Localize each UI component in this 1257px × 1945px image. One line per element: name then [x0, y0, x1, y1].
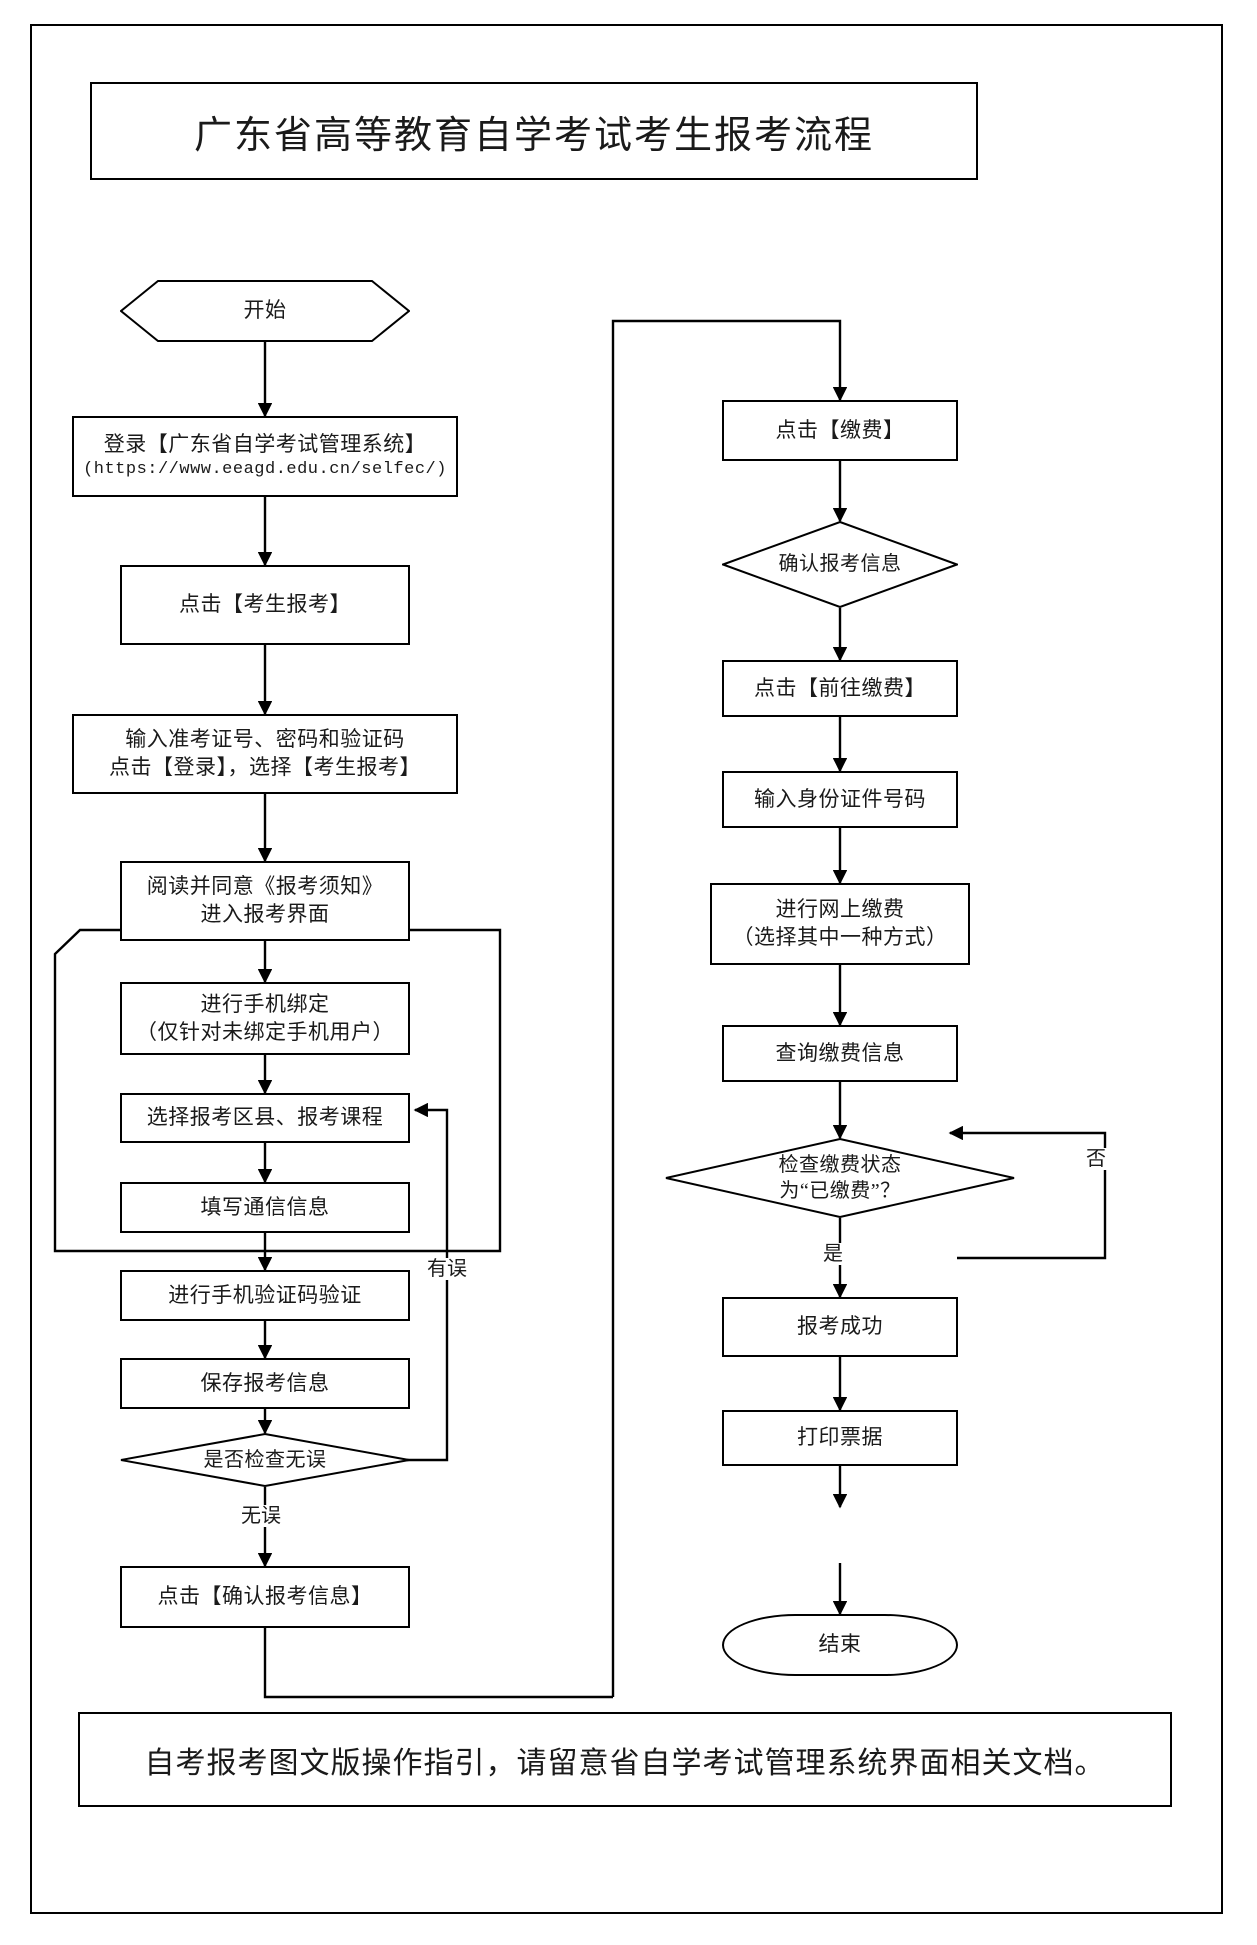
- node-click-register: 点击【考生报考】: [120, 565, 410, 645]
- node-end-label: 结束: [818, 1632, 862, 1657]
- node-fill-contact: 填写通信信息: [120, 1182, 410, 1233]
- node-start: 开始: [120, 280, 410, 342]
- node-bind-phone-line2: （仅针对未绑定手机用户）: [136, 1019, 394, 1044]
- node-save-info-label: 保存报考信息: [200, 1370, 330, 1395]
- node-login-line1: 登录【广东省自学考试管理系统】: [103, 432, 427, 457]
- node-payment-status-line1: 检查缴费状态: [778, 1153, 902, 1176]
- node-verify-sms-code-label: 进行手机验证码验证: [168, 1282, 362, 1307]
- node-enter-id-number: 输入身份证件号码: [722, 771, 958, 828]
- node-enter-credentials-line1: 输入准考证号、密码和验证码: [125, 727, 405, 752]
- node-payment-status-decision: 检查缴费状态 为“已缴费”？: [665, 1138, 1015, 1218]
- node-login-url: (https://www.eeagd.edu.cn/selfec/): [83, 460, 447, 480]
- node-online-payment: 进行网上缴费 （选择其中一种方式）: [710, 883, 970, 965]
- node-read-notice-line2: 进入报考界面: [200, 902, 330, 926]
- edge-label-no-error: 无误: [238, 1505, 284, 1527]
- node-select-district-course-label: 选择报考区县、报考课程: [146, 1105, 384, 1130]
- diamond-shape: [665, 1138, 1015, 1218]
- node-enter-id-number-label: 输入身份证件号码: [754, 786, 926, 811]
- node-click-goto-pay-label: 点击【前往缴费】: [754, 675, 926, 700]
- node-check-decision: 是否检查无误: [120, 1433, 410, 1487]
- node-start-label: 开始: [243, 298, 287, 323]
- edge-label-has-error: 有误: [424, 1258, 470, 1280]
- node-bind-phone-line1: 进行手机绑定: [200, 991, 330, 1016]
- node-query-payment-label: 查询缴费信息: [775, 1040, 905, 1065]
- diamond-shape: [722, 521, 958, 608]
- node-enter-credentials-line2: 点击【登录】，选择【考生报考】: [109, 755, 421, 779]
- node-check-decision-label: 是否检查无误: [203, 1448, 327, 1471]
- node-enter-credentials: 输入准考证号、密码和验证码 点击【登录】，选择【考生报考】: [72, 714, 458, 794]
- hexagon-shape: [120, 280, 410, 342]
- page-title: 广东省高等教育自学考试考生报考流程: [193, 114, 874, 157]
- node-end: 结束: [722, 1614, 958, 1676]
- node-login: 登录【广东省自学考试管理系统】 (https://www.eeagd.edu.c…: [72, 416, 458, 497]
- node-confirm-info: 点击【确认报考信息】: [120, 1566, 410, 1628]
- node-register-success-label: 报考成功: [797, 1314, 883, 1339]
- node-fill-contact-label: 填写通信信息: [200, 1194, 330, 1219]
- node-print-receipt-label: 打印票据: [797, 1425, 883, 1450]
- node-bind-phone: 进行手机绑定 （仅针对未绑定手机用户）: [120, 982, 410, 1055]
- edge-label-no: 否: [1083, 1148, 1109, 1170]
- node-confirm-exam-info: 确认报考信息: [722, 521, 958, 608]
- node-print-receipt: 打印票据: [722, 1410, 958, 1466]
- node-select-district-course: 选择报考区县、报考课程: [120, 1093, 410, 1143]
- node-payment-status-line2: 为“已缴费”？: [779, 1180, 901, 1202]
- node-confirm-exam-info-label: 确认报考信息: [778, 553, 902, 576]
- page-border: [30, 24, 1223, 1914]
- node-query-payment: 查询缴费信息: [722, 1025, 958, 1082]
- node-confirm-info-label: 点击【确认报考信息】: [157, 1584, 373, 1609]
- node-click-goto-pay: 点击【前往缴费】: [722, 660, 958, 717]
- node-click-register-label: 点击【考生报考】: [179, 592, 351, 617]
- node-verify-sms-code: 进行手机验证码验证: [120, 1270, 410, 1321]
- node-save-info: 保存报考信息: [120, 1358, 410, 1409]
- footer-note-text: 自考报考图文版操作指引，请留意省自学考试管理系统界面相关文档。: [144, 1746, 1106, 1780]
- title-box: 广东省高等教育自学考试考生报考流程: [90, 82, 978, 180]
- node-online-payment-line2: （选择其中一种方式）: [732, 925, 948, 949]
- edge-label-yes: 是: [820, 1243, 846, 1265]
- node-click-pay-label: 点击【缴费】: [775, 417, 905, 442]
- node-online-payment-line1: 进行网上缴费: [775, 897, 905, 922]
- diamond-shape: [120, 1433, 410, 1487]
- node-read-notice-line1: 阅读并同意《报考须知》: [146, 874, 384, 899]
- node-read-notice: 阅读并同意《报考须知》 进入报考界面: [120, 861, 410, 941]
- node-register-success: 报考成功: [722, 1297, 958, 1357]
- node-click-pay: 点击【缴费】: [722, 400, 958, 461]
- footer-note-box: 自考报考图文版操作指引，请留意省自学考试管理系统界面相关文档。: [78, 1712, 1172, 1807]
